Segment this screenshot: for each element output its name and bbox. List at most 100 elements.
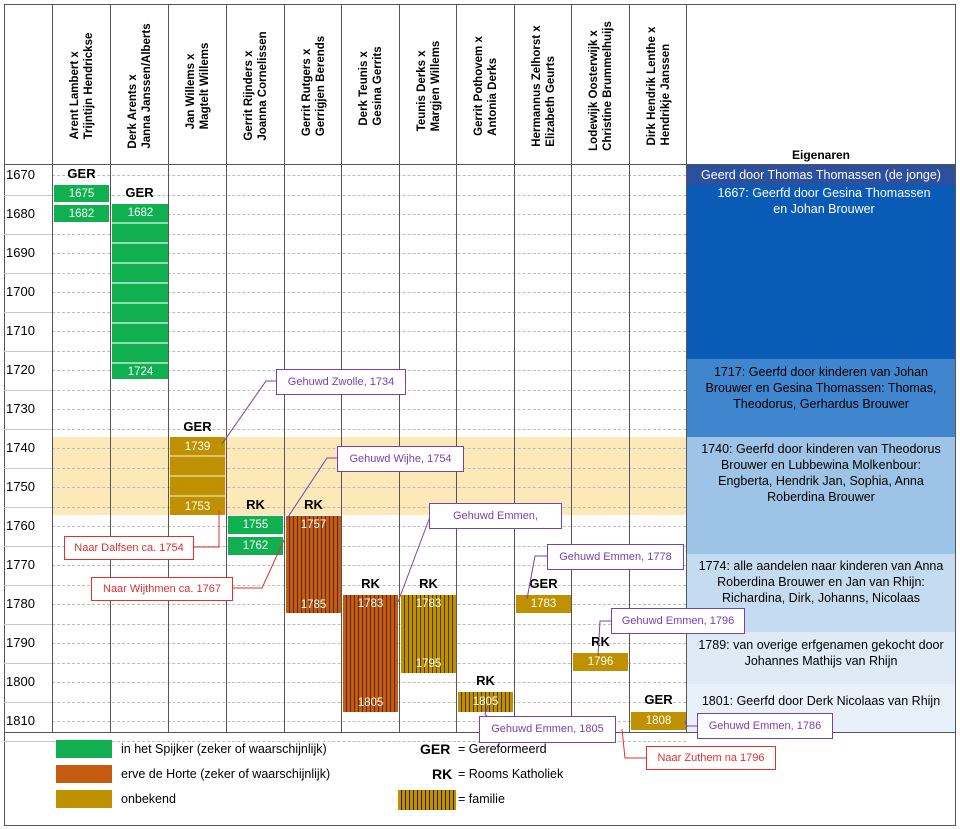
column-divider bbox=[571, 5, 572, 732]
year-label: 1670 bbox=[6, 167, 35, 182]
callout-marriage: Gehuwd Emmen, 1796 bbox=[611, 608, 745, 634]
bar-spijker bbox=[54, 205, 109, 222]
owner-entry: 1717: Geerfd door kinderen van Johan Bro… bbox=[705, 365, 937, 411]
year-gridline bbox=[52, 331, 686, 332]
year-separator bbox=[4, 507, 52, 508]
bar-horte-familie bbox=[286, 516, 341, 613]
legend-key: GER bbox=[420, 741, 451, 757]
bar-label: 1805 bbox=[472, 696, 499, 708]
owner-block-1 bbox=[687, 165, 955, 185]
religion-label: GER bbox=[125, 185, 154, 200]
bar-label: 1755 bbox=[242, 519, 269, 531]
religion-label: GER bbox=[529, 576, 558, 591]
year-separator bbox=[4, 702, 52, 703]
religion-label: RK bbox=[246, 497, 265, 512]
bar-label: 1753 bbox=[184, 501, 211, 513]
year-label: 1720 bbox=[6, 362, 35, 377]
bar-onbekend-familie bbox=[458, 692, 513, 712]
legend-swatch-horte bbox=[56, 765, 112, 783]
bar-onbekend-familie bbox=[401, 595, 456, 673]
year-gridline bbox=[52, 487, 686, 488]
bar-label: 1796 bbox=[587, 656, 614, 668]
callout-marriage: Gehuwd Emmen, 1786 bbox=[697, 713, 833, 739]
year-label: 1710 bbox=[6, 323, 35, 338]
legend-swatch-familie bbox=[398, 790, 456, 810]
year-gridline bbox=[52, 253, 686, 254]
year-separator bbox=[4, 351, 52, 352]
column-divider bbox=[168, 5, 169, 732]
year-separator bbox=[4, 546, 52, 547]
callout-move: Naar Wijthmen ca. 1767 bbox=[91, 577, 233, 601]
bar-label: 1795 bbox=[415, 658, 442, 670]
year-separator bbox=[4, 390, 52, 391]
callout-move: Naar Zuthem na 1796 bbox=[646, 746, 776, 770]
half-year-gridline bbox=[52, 741, 686, 742]
bar-onbekend bbox=[631, 712, 686, 730]
bar-spijker bbox=[112, 204, 168, 379]
bar-spijker bbox=[54, 185, 109, 202]
bar-label: 1724 bbox=[127, 366, 154, 378]
year-gridline bbox=[52, 409, 686, 410]
bar-label: 1757 bbox=[300, 519, 327, 531]
year-label: 1770 bbox=[6, 557, 35, 572]
half-year-gridline bbox=[52, 585, 686, 586]
half-year-gridline bbox=[52, 546, 686, 547]
legend-label: in het Spijker (zeker of waarschijnlijk) bbox=[121, 742, 327, 756]
owner-entry: 1667: Geerfd door Gesina Thomassen en Jo… bbox=[717, 186, 931, 216]
year-separator bbox=[4, 663, 52, 664]
religion-label: GER bbox=[67, 166, 96, 181]
column-divider bbox=[284, 5, 285, 732]
religion-label: RK bbox=[476, 673, 495, 688]
half-year-gridline bbox=[52, 429, 686, 430]
year-gridline bbox=[52, 292, 686, 293]
religion-label: RK bbox=[591, 634, 610, 649]
bar-label: 1808 bbox=[645, 715, 672, 727]
callout-move: Naar Dalfsen ca. 1754 bbox=[64, 536, 194, 560]
owner-block-3 bbox=[687, 359, 955, 437]
year-separator bbox=[4, 585, 52, 586]
bar-label: 1682 bbox=[68, 208, 95, 220]
column-divider bbox=[226, 5, 227, 732]
owner-entry: Geerd door Thomas Thomassen (de jonge) bbox=[701, 168, 941, 182]
year-separator bbox=[4, 468, 52, 469]
year-gridline bbox=[52, 526, 686, 527]
year-separator bbox=[4, 624, 52, 625]
half-year-gridline bbox=[52, 507, 686, 508]
callout-marriage: Gehuwd Wijhe, 1754 bbox=[337, 446, 464, 472]
column-divider bbox=[341, 5, 342, 732]
year-label: 1760 bbox=[6, 518, 35, 533]
column-divider bbox=[629, 5, 630, 732]
bar-onbekend bbox=[170, 437, 225, 515]
half-year-gridline bbox=[52, 273, 686, 274]
bar-label: 1783 bbox=[530, 598, 557, 610]
bar-horte-familie bbox=[343, 595, 398, 712]
year-label: 1680 bbox=[6, 206, 35, 221]
legend-label: = Gereformeerd bbox=[458, 742, 547, 756]
bar-label: 1805 bbox=[357, 697, 384, 709]
callout-marriage: Gehuwd Emmen, 1778 bbox=[547, 544, 684, 570]
year-label: 1700 bbox=[6, 284, 35, 299]
bar-onbekend bbox=[573, 653, 628, 671]
religion-label: GER bbox=[644, 692, 673, 707]
bar-label: 1739 bbox=[184, 441, 211, 453]
year-separator bbox=[4, 429, 52, 430]
owner-block-2 bbox=[687, 185, 955, 359]
column-divider bbox=[52, 5, 53, 732]
year-label: 1800 bbox=[6, 674, 35, 689]
religion-label: GER bbox=[183, 419, 212, 434]
callout-marriage: Gehuwd Zwolle, 1734 bbox=[276, 369, 406, 395]
year-label: 1750 bbox=[6, 479, 35, 494]
year-separator bbox=[4, 234, 52, 235]
legend-label: = Rooms Katholiek bbox=[458, 767, 564, 781]
bar-label: 1762 bbox=[242, 540, 269, 552]
owner-entry: 1789: van overige erfgenamen gekocht doo… bbox=[698, 638, 944, 668]
religion-label: RK bbox=[419, 576, 438, 591]
year-separator bbox=[4, 273, 52, 274]
half-year-gridline bbox=[52, 234, 686, 235]
column-divider bbox=[686, 5, 687, 732]
bar-label: 1675 bbox=[68, 188, 95, 200]
year-label: 1690 bbox=[6, 245, 35, 260]
callout-marriage: Gehuwd Emmen, bbox=[429, 503, 562, 529]
year-label: 1780 bbox=[6, 596, 35, 611]
